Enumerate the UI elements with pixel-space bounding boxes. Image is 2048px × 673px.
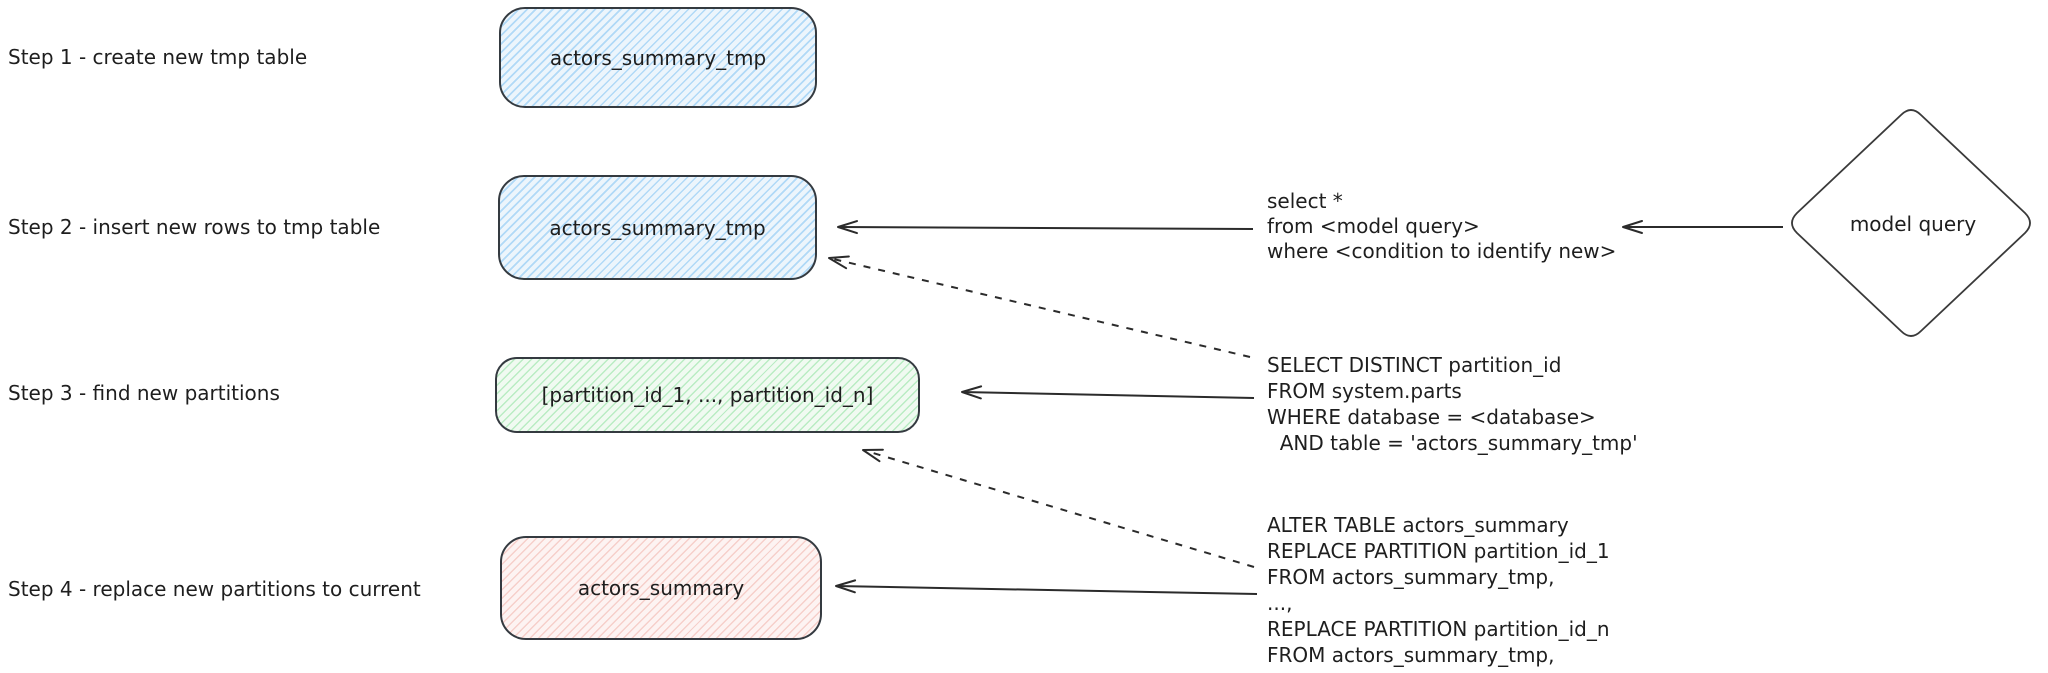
code-line: ...,: [1267, 591, 1293, 615]
tmp-table-box-step2-text: actors_summary_tmp: [549, 215, 766, 240]
tmp-table-box-step1-text: actors_summary_tmp: [549, 45, 767, 70]
code-line: FROM actors_summary_tmp,: [1267, 565, 1555, 589]
model-query-diamond-label: model query: [1849, 212, 1977, 236]
arrow-dashed-sql4-to-partition-list: [862, 448, 1255, 568]
tmp-table-box-step1: actors_summary_tmp: [499, 7, 817, 108]
code-line: FROM system.parts: [1267, 379, 1462, 403]
partition-list-box-text: [partition_id_1, ..., partition_id_n]: [541, 383, 874, 407]
arrow-sql3-to-partition-list: [961, 385, 1255, 400]
arrow-sql2-to-tmp-table: [837, 220, 1254, 235]
step-2-label: Step 2 - insert new rows to tmp table: [8, 215, 381, 239]
arrow-dashed-sql3-to-tmp-table: [828, 255, 1251, 358]
step-4-label: Step 4 - replace new partitions to curre…: [8, 577, 421, 601]
code-line: FROM actors_summary_tmp,: [1267, 643, 1555, 667]
code-line: SELECT DISTINCT partition_id: [1267, 353, 1562, 377]
step-2-sql: select *from <model query>where <conditi…: [1267, 189, 1616, 264]
code-line: REPLACE PARTITION partition_id_1: [1267, 539, 1610, 563]
partition-list-box: [partition_id_1, ..., partition_id_n]: [495, 357, 920, 433]
code-line: select *: [1267, 189, 1343, 213]
summary-table-box-text: actors_summary: [577, 576, 745, 600]
step-3-label: Step 3 - find new partitions: [8, 381, 280, 405]
summary-table-box: actors_summary: [500, 536, 822, 640]
code-line: WHERE database = <database>: [1267, 405, 1596, 429]
step-1-label: Step 1 - create new tmp table: [8, 45, 308, 69]
code-line: REPLACE PARTITION partition_id_n: [1267, 617, 1610, 641]
code-line: AND table = 'actors_summary_tmp': [1267, 431, 1638, 455]
code-line: from <model query>: [1267, 214, 1480, 238]
code-line: ALTER TABLE actors_summary: [1267, 513, 1569, 537]
tmp-table-box-step2: actors_summary_tmp: [498, 175, 817, 280]
code-line: where <condition to identify new>: [1267, 239, 1617, 263]
arrow-sql4-to-summary-table: [835, 579, 1258, 595]
